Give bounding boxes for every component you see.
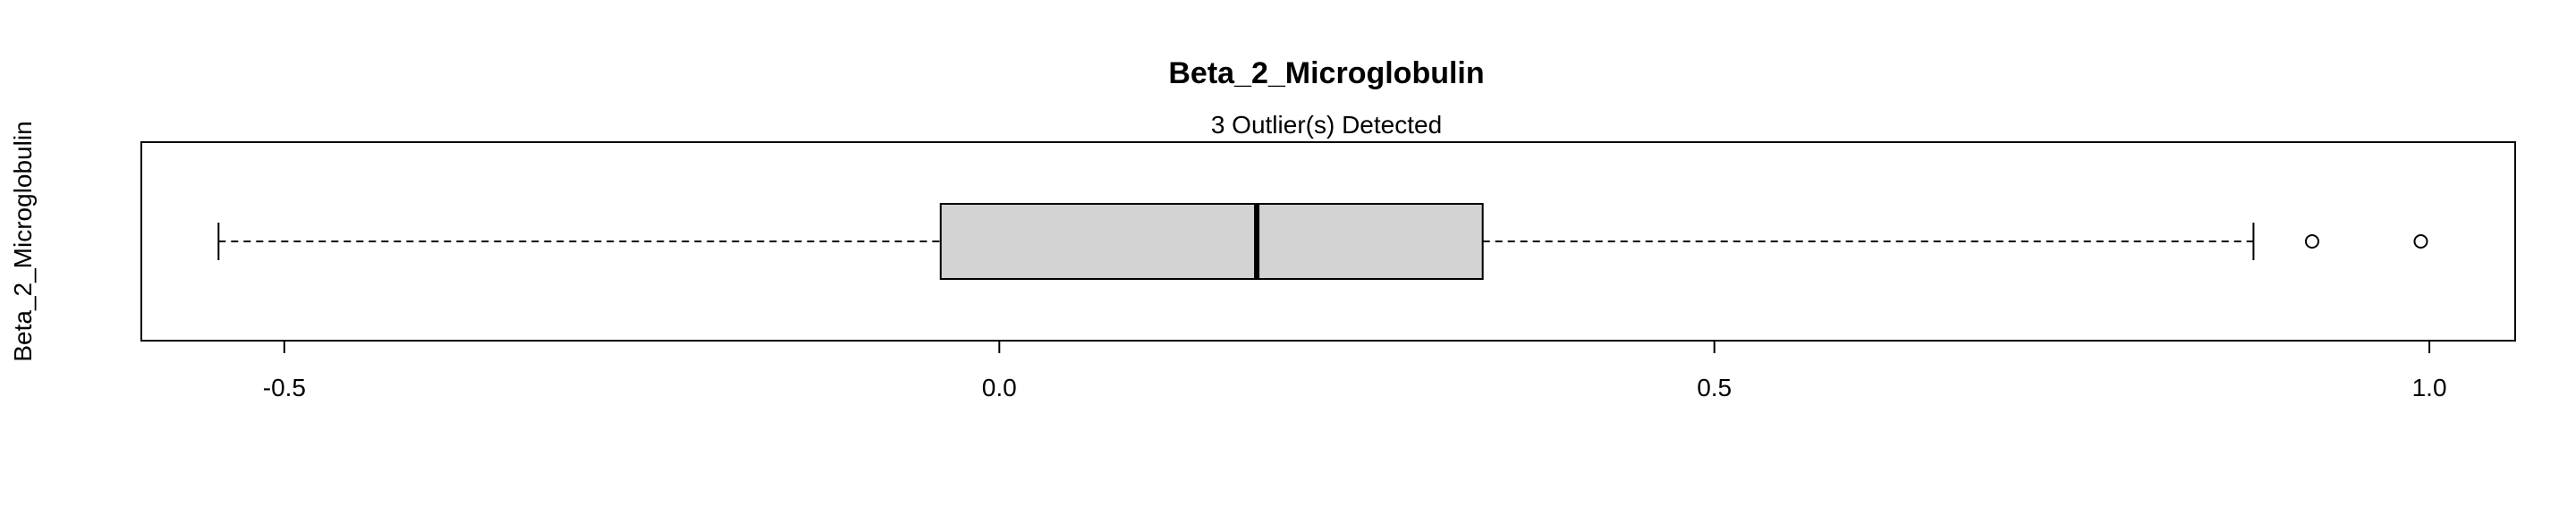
chart-marks xyxy=(217,203,2428,280)
x-tick-label: 0.0 xyxy=(982,374,1017,401)
chart-title: Beta_2_Microglobulin xyxy=(1168,56,1484,90)
outlier-point xyxy=(2413,234,2428,249)
x-tick-label: 0.5 xyxy=(1697,374,1732,401)
iqr-box xyxy=(939,203,1484,280)
x-tick-label: 1.0 xyxy=(2412,374,2447,401)
plot-frame xyxy=(140,141,2516,342)
chart-subtitle: 3 Outlier(s) Detected xyxy=(1211,111,1442,139)
outlier-point xyxy=(2304,234,2319,249)
y-axis-label: Beta_2_Microglobulin xyxy=(9,121,37,361)
x-tick-label: -0.5 xyxy=(263,374,306,401)
x-axis: -0.5 0.0 0.5 1.0 xyxy=(263,341,2447,401)
